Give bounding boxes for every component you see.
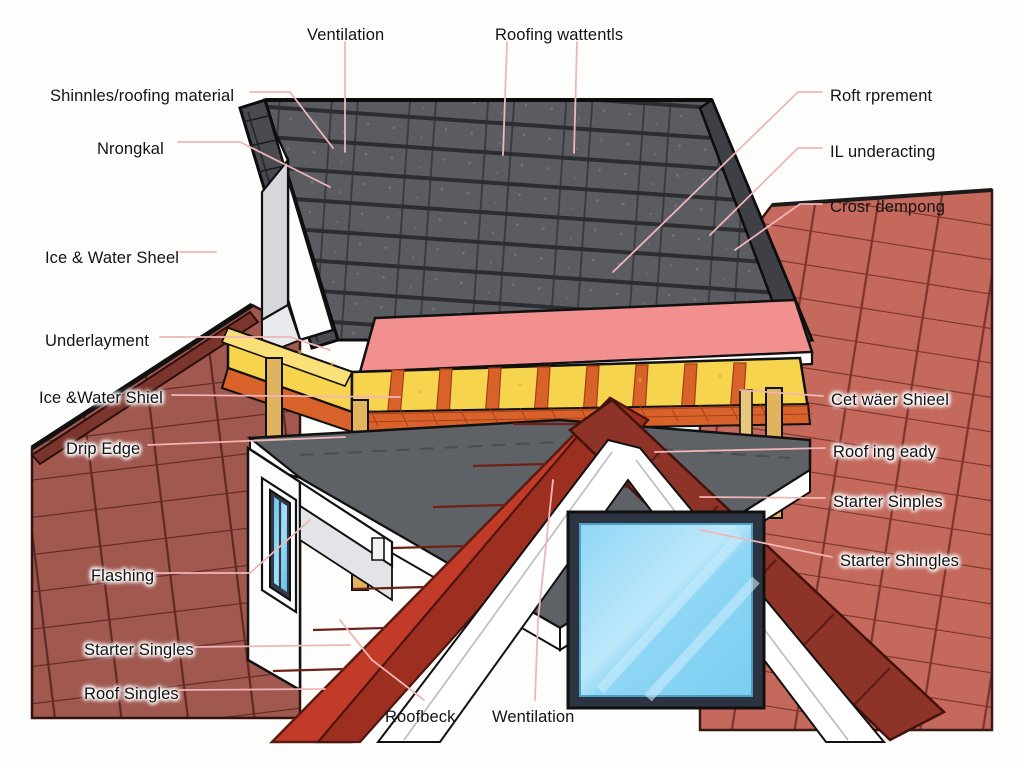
leader-ice-water-shiel xyxy=(171,394,401,398)
label-starter-sinples: Starter Sinples xyxy=(833,493,943,511)
label-starter-shingles: Starter Shingles xyxy=(840,552,959,570)
leader-starter-singles-left xyxy=(194,644,351,648)
label-roft-rprement: Roft rprement xyxy=(830,87,933,105)
leader-cet-water-shieel xyxy=(739,389,824,397)
leader-drip-edge xyxy=(147,436,346,446)
leader-roofbeck xyxy=(339,619,425,701)
leader-flashing xyxy=(155,519,311,574)
label-wentilation: Wentilation xyxy=(492,708,575,726)
label-drip-edge: Drip Edge xyxy=(66,440,141,458)
leader-roofing-mat-a xyxy=(502,41,508,156)
label-cet-water-shieel: Cet wäer Shieel xyxy=(831,391,949,409)
label-flashing: Flashing xyxy=(91,567,155,585)
left-tile-roof-plane xyxy=(30,302,302,720)
leader-roofing-mat-b xyxy=(573,41,578,154)
label-ventilation-top: Ventilation xyxy=(307,26,385,44)
leader-nrongkal xyxy=(177,141,331,188)
leader-lines xyxy=(147,41,833,701)
label-roof-ing-eady: Roof ing eady xyxy=(833,443,937,461)
label-crosr-dempong: Crosr dempong xyxy=(830,198,946,216)
leader-wentilation xyxy=(534,479,554,701)
leader-starter-shingles xyxy=(699,529,833,558)
leader-il-underacting xyxy=(709,147,823,236)
leader-underlayment xyxy=(159,336,331,351)
label-roofbeck: Roofbeck xyxy=(385,708,456,726)
gable-end-board xyxy=(260,124,335,357)
leader-crosr-dempong xyxy=(734,203,823,251)
label-ice-water-sheel: Ice & Water Sheel xyxy=(45,249,180,267)
label-starter-singles-left: Starter Singles xyxy=(84,641,194,659)
label-il-underacting: IL underacting xyxy=(830,143,936,161)
leader-starter-sinples xyxy=(699,496,826,499)
label-nrongkal: Nrongkal xyxy=(97,140,164,158)
label-shingles-roofing: Shinnles/roofing material xyxy=(50,87,235,105)
label-underlayment: Underlayment xyxy=(45,332,149,350)
front-dormer xyxy=(269,396,947,744)
leader-shingles xyxy=(249,91,334,149)
leader-roft-rprement xyxy=(612,91,823,273)
label-roof-singles-left: Roof Singles xyxy=(84,685,179,703)
label-ice-water-shiel: Ice &Water Shiel xyxy=(39,389,163,407)
label-roofing-materials-top: Roofing wattentls xyxy=(495,26,624,44)
leader-roof-singles-left xyxy=(179,688,326,691)
leader-roof-ing-eady xyxy=(654,447,826,453)
insulation-panel xyxy=(220,326,813,434)
